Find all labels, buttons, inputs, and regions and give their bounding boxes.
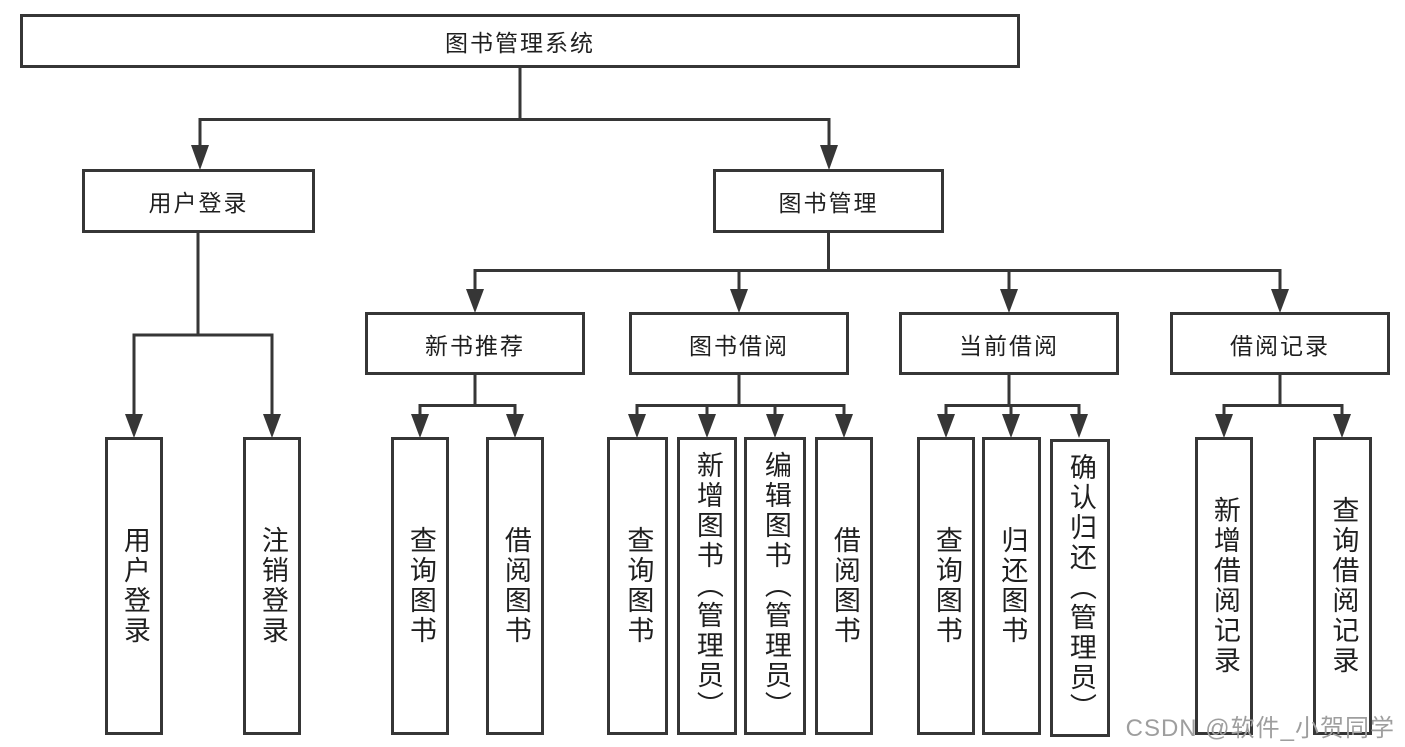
leaf-label: 借阅图书 <box>500 526 531 646</box>
leaf-label: 新增图书（管理员） <box>692 451 723 721</box>
node-library-system: 图书管理系统 <box>20 14 1020 68</box>
node-new-book-recommend: 新书推荐 <box>365 312 585 375</box>
leaf-return-books: 归还图书 <box>982 437 1041 735</box>
leaf-edit-book-admin: 编辑图书（管理员） <box>744 437 806 735</box>
leaf-label: 注销登录 <box>257 526 288 646</box>
leaf-confirm-return-admin: 确认归还（管理员） <box>1050 439 1110 737</box>
leaf-label: 新增借阅记录 <box>1209 496 1240 676</box>
leaf-add-book-admin: 新增图书（管理员） <box>677 437 737 735</box>
leaf-query-books-recommend: 查询图书 <box>391 437 449 735</box>
leaf-label: 查询图书 <box>623 526 654 646</box>
leaf-add-borrow-record: 新增借阅记录 <box>1195 437 1253 735</box>
node-book-management: 图书管理 <box>713 169 944 233</box>
leaf-label: 编辑图书（管理员） <box>760 451 791 721</box>
node-label: 图书管理 <box>778 190 879 216</box>
leaf-query-books-borrowing: 查询图书 <box>607 437 668 735</box>
node-label: 当前借阅 <box>959 332 1059 359</box>
leaf-label: 查询图书 <box>931 526 962 646</box>
node-label: 图书管理系统 <box>445 30 595 56</box>
node-label: 图书借阅 <box>689 332 789 359</box>
leaf-query-books-current: 查询图书 <box>917 437 975 735</box>
node-current-borrowing: 当前借阅 <box>899 312 1119 375</box>
node-label: 新书推荐 <box>425 332 525 359</box>
leaf-query-borrow-record: 查询借阅记录 <box>1313 437 1372 735</box>
leaf-label: 查询图书 <box>405 526 436 646</box>
leaf-label: 归还图书 <box>997 526 1028 646</box>
leaf-borrow-books-borrowing: 借阅图书 <box>815 437 873 735</box>
node-label: 用户登录 <box>148 190 249 216</box>
leaf-label: 确认归还（管理员） <box>1065 453 1096 723</box>
leaf-label: 查询借阅记录 <box>1328 496 1359 676</box>
leaf-borrow-books-recommend: 借阅图书 <box>486 437 544 735</box>
node-borrowing-records: 借阅记录 <box>1170 312 1390 375</box>
node-label: 借阅记录 <box>1230 332 1330 359</box>
csdn-watermark: CSDN @软件_小贺同学 <box>1125 715 1395 742</box>
leaf-logout-login: 注销登录 <box>243 437 301 735</box>
leaf-label: 用户登录 <box>119 526 150 646</box>
leaf-label: 借阅图书 <box>829 526 860 646</box>
node-user-login: 用户登录 <box>82 169 315 233</box>
leaf-user-login: 用户登录 <box>105 437 163 735</box>
node-book-borrowing: 图书借阅 <box>629 312 849 375</box>
